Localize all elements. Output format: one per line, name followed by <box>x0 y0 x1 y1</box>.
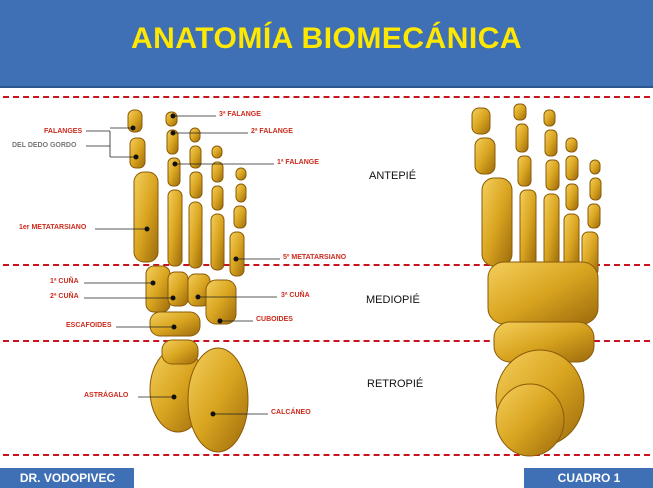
divider-midfoot-hindfoot <box>3 340 650 342</box>
label-first-phalanx: 1ª FALANGE <box>277 159 319 166</box>
divider-top <box>3 96 650 98</box>
footer-author: DR. VODOPIVEC <box>3 468 132 488</box>
label-fifth-metatarsal: 5º METATARSIANO <box>283 254 347 261</box>
label-calcaneus: CALCÁNEO <box>271 409 311 416</box>
left-foot-bones <box>127 109 249 453</box>
label-first-cuneiform: 1ª CUÑA <box>50 278 79 285</box>
region-midfoot: MEDIOPIÉ <box>366 294 420 306</box>
divider-bottom <box>3 454 650 456</box>
label-second-phalanx: 2ª FALANGE <box>251 128 293 135</box>
label-third-phalanx: 3ª FALANGE <box>219 111 261 118</box>
label-second-cuneiform: 2ª CUÑA <box>50 293 79 300</box>
footer-figure-number: CUADRO 1 <box>528 468 650 488</box>
right-foot-bones <box>471 103 602 457</box>
label-talus: ASTRÁGALO <box>84 392 129 399</box>
region-forefoot: ANTEPIÉ <box>369 170 417 182</box>
label-big-toe-phalanges-sub: DEL DEDO GORDO <box>12 142 77 149</box>
label-cuboid: CUBOIDES <box>256 316 293 323</box>
pointer-lines <box>84 115 280 415</box>
label-big-toe-phalanges: FALANGES <box>44 128 83 135</box>
header-bar <box>0 0 653 88</box>
label-navicular: ESCAFOIDES <box>66 322 112 329</box>
region-hindfoot: RETROPIÉ <box>367 378 424 390</box>
pointer-dots <box>130 113 239 417</box>
label-third-cuneiform: 3ª CUÑA <box>281 292 310 299</box>
divider-forefoot-midfoot <box>3 264 650 266</box>
footer-bar: DR. VODOPIVEC CUADRO 1 <box>0 468 653 488</box>
footer-spacer <box>134 468 524 488</box>
page-title: ANATOMÍA BIOMECÁNICA <box>130 22 523 55</box>
label-first-metatarsal: 1er METATARSIANO <box>19 224 87 231</box>
